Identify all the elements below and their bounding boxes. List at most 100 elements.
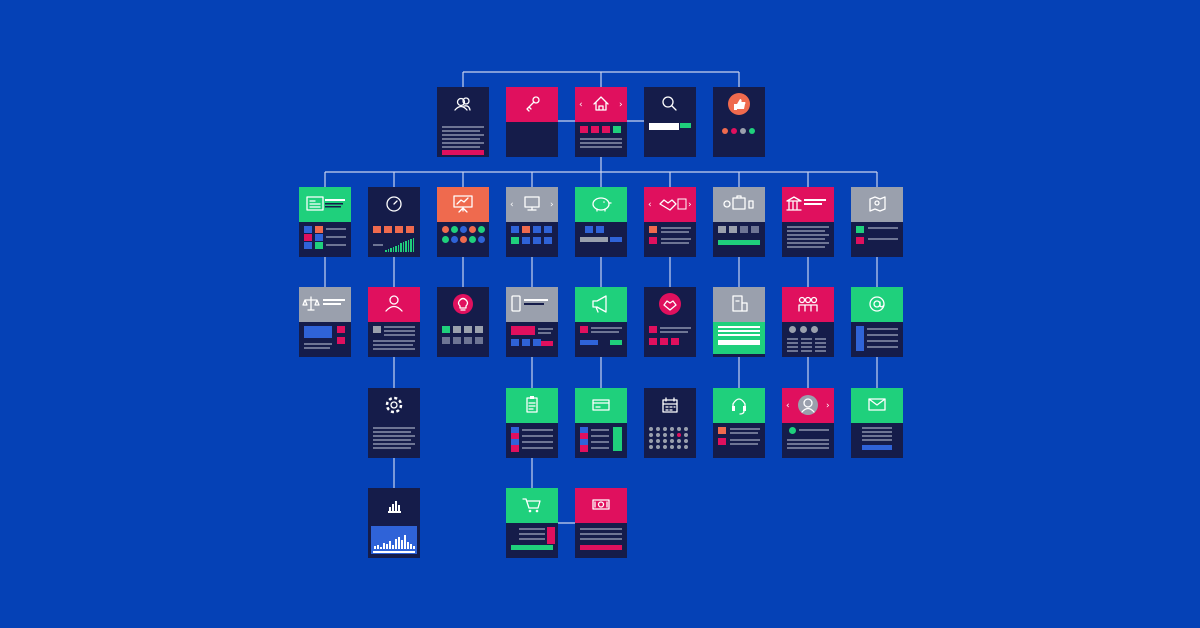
page-card-login[interactable] — [506, 87, 558, 157]
chevron-right-icon[interactable]: › — [826, 401, 830, 411]
calendar-day[interactable] — [670, 445, 674, 449]
calendar-day[interactable] — [684, 445, 688, 449]
chevron-right-icon[interactable]: › — [550, 200, 554, 210]
page-card-mobile[interactable] — [506, 287, 558, 357]
page-card-calendar[interactable] — [644, 388, 696, 458]
chevron-right-icon[interactable]: › — [619, 100, 623, 110]
chevron-left-icon[interactable]: ‹ — [786, 401, 790, 411]
page-card-presentation[interactable] — [437, 187, 489, 257]
calendar-day[interactable] — [677, 439, 681, 443]
calendar-day[interactable] — [663, 427, 667, 431]
social-dot[interactable] — [722, 128, 728, 134]
calendar-day[interactable] — [663, 439, 667, 443]
social-dot[interactable] — [731, 128, 737, 134]
action-button[interactable] — [610, 340, 622, 345]
page-card-savings[interactable] — [575, 187, 627, 257]
text-line — [730, 443, 758, 445]
page-card-social[interactable] — [713, 87, 765, 157]
calendar-day[interactable] — [649, 433, 653, 437]
calendar-day[interactable] — [656, 433, 660, 437]
calendar-day[interactable] — [649, 439, 653, 443]
page-card-locations[interactable] — [851, 187, 903, 257]
calendar-day[interactable] — [677, 427, 681, 431]
icon-dot[interactable] — [460, 226, 467, 233]
calendar-day[interactable] — [656, 427, 660, 431]
page-card-devices[interactable]: ‹› — [506, 187, 558, 257]
icon-dot[interactable] — [442, 226, 449, 233]
chevron-left-icon[interactable]: ‹ — [579, 100, 583, 110]
action-button[interactable] — [580, 340, 598, 345]
page-card-payment[interactable] — [575, 388, 627, 458]
page-card-ideas[interactable] — [437, 287, 489, 357]
page-card-documents[interactable] — [713, 287, 765, 357]
text-line — [730, 428, 760, 430]
page-card-team[interactable] — [782, 287, 834, 357]
calendar-day[interactable] — [670, 433, 674, 437]
member-dot[interactable] — [789, 326, 796, 333]
page-card-legal[interactable] — [299, 287, 351, 357]
icon-dot[interactable] — [469, 226, 476, 233]
page-card-profile[interactable] — [437, 87, 489, 157]
member-dot[interactable] — [800, 326, 807, 333]
action-button[interactable] — [580, 237, 608, 242]
action-button[interactable] — [511, 545, 553, 550]
search-field[interactable] — [649, 123, 679, 130]
page-card-dashboard[interactable] — [368, 187, 420, 257]
icon-dot[interactable] — [478, 226, 485, 233]
calendar-day[interactable] — [677, 445, 681, 449]
calendar-day[interactable] — [670, 427, 674, 431]
action-button[interactable] — [541, 341, 553, 346]
page-card-home[interactable]: ‹› — [575, 87, 627, 157]
page-card-agent[interactable]: ‹› — [782, 388, 834, 458]
page-card-marketing[interactable] — [575, 287, 627, 357]
page-card-account[interactable] — [368, 287, 420, 357]
icon-dot[interactable] — [460, 236, 467, 243]
send-button[interactable] — [862, 445, 892, 450]
calendar-day[interactable] — [649, 445, 653, 449]
action-button[interactable] — [718, 240, 760, 245]
icon-dot[interactable] — [442, 236, 449, 243]
calendar-day[interactable] — [656, 439, 660, 443]
action-button[interactable] — [718, 340, 760, 345]
search-button[interactable] — [680, 123, 691, 128]
page-card-deals[interactable] — [644, 287, 696, 357]
action-button[interactable] — [580, 545, 622, 550]
action-button[interactable] — [442, 150, 484, 155]
page-card-search[interactable] — [644, 87, 696, 157]
page-card-mail[interactable] — [851, 388, 903, 458]
calendar-day[interactable] — [663, 445, 667, 449]
chevron-left-icon[interactable]: ‹ — [510, 200, 514, 210]
calendar-day[interactable] — [656, 445, 660, 449]
page-card-helpdesk[interactable] — [713, 388, 765, 458]
calendar-day[interactable] — [684, 433, 688, 437]
calendar-day[interactable] — [677, 433, 681, 437]
calendar-day[interactable] — [649, 427, 653, 431]
card-body — [713, 322, 765, 354]
calendar-day[interactable] — [684, 439, 688, 443]
social-dot[interactable] — [749, 128, 755, 134]
page-card-news[interactable] — [299, 187, 351, 257]
icon-dot[interactable] — [469, 236, 476, 243]
calendar-day[interactable] — [663, 433, 667, 437]
icon-dot[interactable] — [451, 226, 458, 233]
chart-bar — [392, 545, 394, 549]
calendar-day[interactable] — [670, 439, 674, 443]
chevron-right-icon[interactable]: › — [688, 200, 692, 210]
member-dot[interactable] — [811, 326, 818, 333]
page-card-institution[interactable] — [782, 187, 834, 257]
page-card-partners[interactable]: ‹› — [644, 187, 696, 257]
page-card-contact[interactable] — [851, 287, 903, 357]
icon-dot[interactable] — [451, 236, 458, 243]
page-card-checkout[interactable] — [575, 488, 627, 558]
icon-dot[interactable] — [478, 236, 485, 243]
social-dot[interactable] — [740, 128, 746, 134]
page-card-orders[interactable] — [506, 388, 558, 458]
chevron-left-icon[interactable]: ‹ — [648, 200, 652, 210]
page-card-support-tools[interactable] — [713, 187, 765, 257]
thumbnail — [337, 337, 345, 344]
page-card-cart[interactable] — [506, 488, 558, 558]
calendar-day[interactable] — [684, 427, 688, 431]
page-card-settings[interactable] — [368, 388, 420, 458]
page-card-analytics[interactable] — [368, 488, 420, 558]
action-button[interactable] — [610, 237, 622, 242]
